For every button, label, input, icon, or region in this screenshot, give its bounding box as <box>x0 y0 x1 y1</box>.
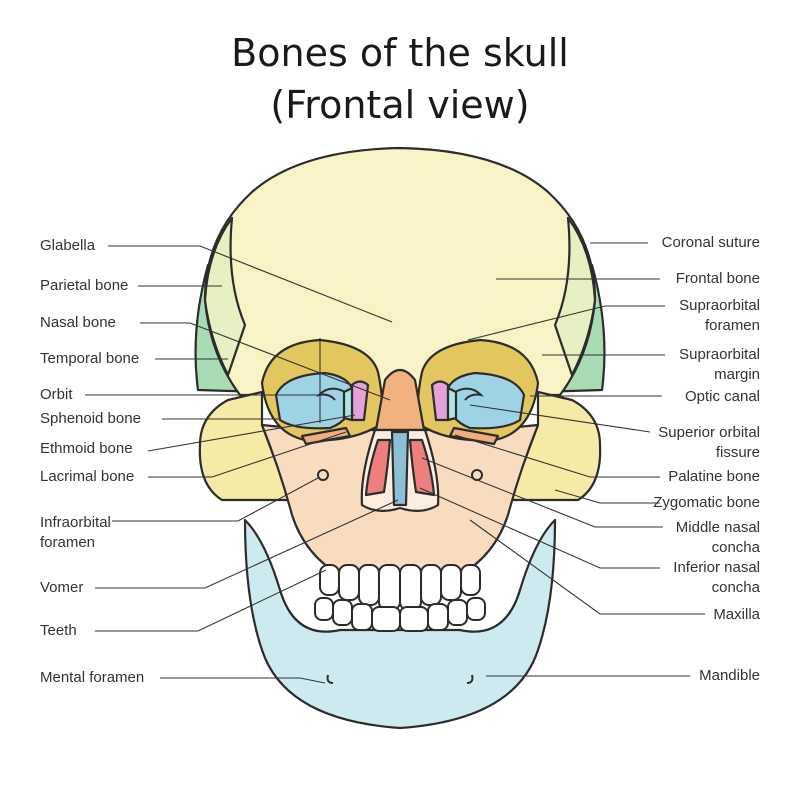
label-infraorbital-foramen-line2: foramen <box>40 534 96 551</box>
palatine-bone-left <box>300 426 352 446</box>
label-coronal-suture: Coronal suture <box>661 234 760 251</box>
label-sphenoid-bone: Sphenoid bone <box>40 410 141 427</box>
ethmoid-bone-right <box>430 380 450 422</box>
leader-lines <box>85 242 705 684</box>
label-optic-canal: Optic canal <box>684 388 760 405</box>
title-line-1: Bones of the skull <box>231 31 569 75</box>
label-nasal-bone: Nasal bone <box>40 314 116 331</box>
orbit-inner-right <box>444 371 526 430</box>
mandible <box>243 518 557 730</box>
label-supraorbital-margin-line2: margin <box>714 366 760 383</box>
label-supraorbital-margin-line1: Supraorbital <box>679 346 760 363</box>
label-mental-foramen: Mental foramen <box>40 669 145 686</box>
label-parietal-bone: Parietal bone <box>40 277 129 294</box>
infraorbital-foramen-left <box>317 469 329 481</box>
label-supraorbital-foramen-line1: Supraorbital <box>679 297 760 314</box>
label-inferior-nasal-concha-line1: Inferior nasal <box>673 559 760 576</box>
label-temporal-bone: Temporal bone <box>40 350 140 367</box>
label-inferior-nasal-concha-line2: concha <box>711 579 760 596</box>
label-zygomatic-bone: Zygomatic bone <box>653 494 760 511</box>
label-orbit: Orbit <box>40 386 73 403</box>
label-middle-nasal-concha-line2: concha <box>711 539 760 556</box>
label-palatine-bone: Palatine bone <box>668 468 760 485</box>
mental-foramen-left <box>326 674 334 684</box>
label-infraorbital-foramen-line1: Infraorbital <box>40 514 111 531</box>
lacrimal-bone-right <box>446 386 458 422</box>
vomer-bone <box>390 430 410 507</box>
ethmoid-bone-left <box>350 380 370 422</box>
lacrimal-bone-left <box>342 386 354 422</box>
nasal-bone <box>374 368 426 432</box>
label-middle-nasal-concha-line1: Middle nasal <box>675 519 760 536</box>
label-supraorbital-foramen-line2: foramen <box>704 317 760 334</box>
label-teeth: Teeth <box>40 622 77 639</box>
label-glabella: Glabella <box>40 237 96 254</box>
title-line-2: (Frontal view) <box>270 83 530 127</box>
palatine-bone-right <box>448 426 500 446</box>
middle-nasal-concha-right <box>408 438 436 497</box>
teeth <box>314 564 486 632</box>
label-lacrimal-bone: Lacrimal bone <box>40 468 135 485</box>
middle-nasal-concha-left <box>364 438 392 497</box>
optic-canal-right <box>454 387 485 401</box>
parietal-bone-left <box>203 216 247 377</box>
mental-foramen-right <box>466 674 474 684</box>
label-mandible: Mandible <box>699 667 760 684</box>
label-ethmoid-bone: Ethmoid bone <box>40 440 133 457</box>
label-superior-orbital-fissure-line2: fissure <box>715 444 760 461</box>
label-maxilla: Maxilla <box>713 606 760 623</box>
label-superior-orbital-fissure-line1: Superior orbital <box>658 424 760 441</box>
label-frontal-bone: Frontal bone <box>675 270 760 287</box>
parietal-bone-right <box>553 216 597 377</box>
label-vomer: Vomer <box>40 579 84 596</box>
